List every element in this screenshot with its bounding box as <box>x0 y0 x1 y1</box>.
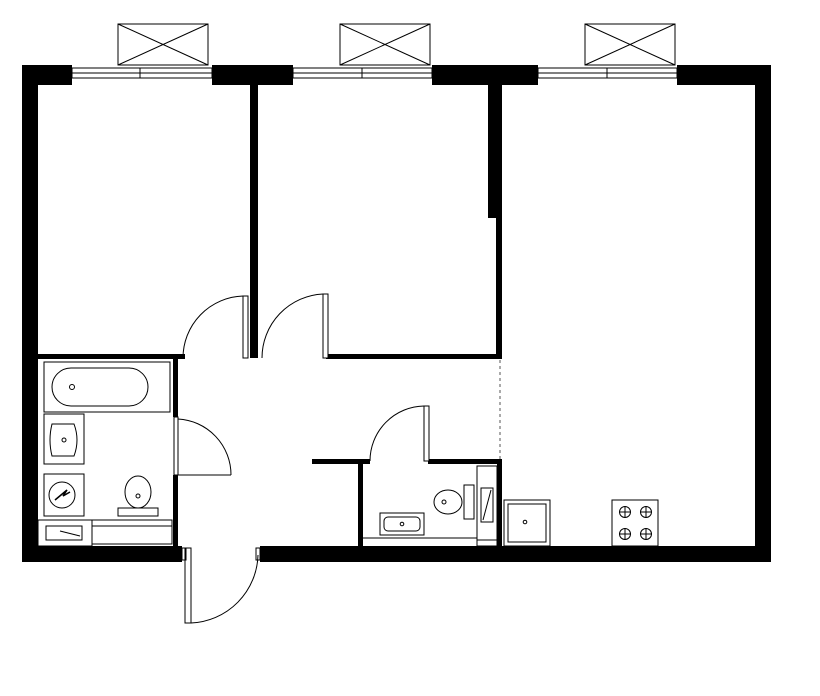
window-2 <box>292 23 433 79</box>
windows <box>71 23 678 79</box>
door-entrance[interactable] <box>181 547 261 624</box>
door-toilet[interactable] <box>369 405 430 462</box>
washing-machine-icon <box>43 473 85 517</box>
washbasin-icon <box>43 413 85 465</box>
toilet-fixtures <box>363 465 498 547</box>
toilet-basin-icon <box>379 512 425 536</box>
stove-icon <box>611 499 659 547</box>
interior-walls <box>38 85 502 546</box>
wall-bottom-left <box>22 546 182 562</box>
wall-left-bedroom-bottom <box>38 354 185 359</box>
door-left-bedroom[interactable] <box>182 295 249 359</box>
exterior-walls <box>22 65 771 562</box>
toilet-shaft-icon <box>476 465 498 547</box>
window-1 <box>71 23 213 79</box>
wall-bottom-right <box>260 546 771 562</box>
kitchen-fixtures <box>503 499 659 547</box>
bathroom-cabinet-icon <box>37 519 173 547</box>
wall-top-2 <box>212 65 293 85</box>
door-middle-bedroom[interactable] <box>261 293 329 359</box>
bathroom-fixtures <box>37 361 173 547</box>
wall-middle-bottom <box>326 354 502 359</box>
wall-left <box>22 65 38 562</box>
wall-top-4 <box>677 65 771 85</box>
wall-toilet-top-left <box>312 459 370 464</box>
wall-bathroom-right-lower <box>173 475 178 546</box>
wall-middle-right-thick <box>488 85 502 218</box>
wall-toilet-right <box>497 459 502 546</box>
bathroom-toilet-icon <box>117 475 159 517</box>
wall-right <box>755 65 771 562</box>
wall-toilet-left <box>358 459 363 546</box>
wall-bedrooms-divider <box>250 85 258 358</box>
wall-top-3 <box>432 65 538 85</box>
kitchen-sink-icon <box>503 499 551 547</box>
toilet-icon <box>433 484 475 520</box>
wall-middle-right-thin <box>496 218 502 358</box>
bathtub-icon <box>43 361 171 413</box>
wall-toilet-top-right <box>428 459 502 464</box>
doors[interactable] <box>173 293 430 624</box>
door-bathroom[interactable] <box>173 416 232 476</box>
wall-bathroom-right-upper <box>173 359 178 417</box>
window-3 <box>537 23 678 79</box>
